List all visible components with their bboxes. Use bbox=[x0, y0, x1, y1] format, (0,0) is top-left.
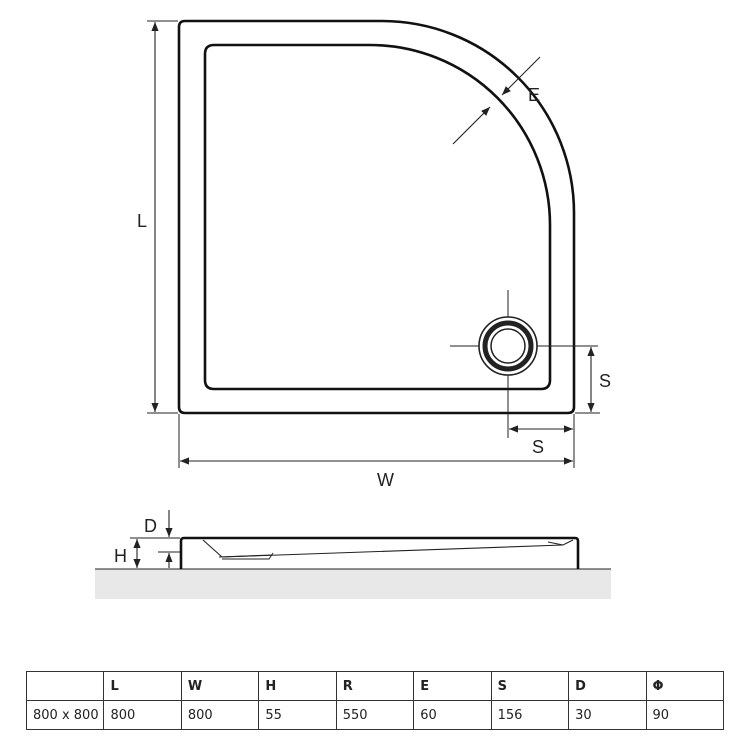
table-cell: 550 bbox=[335, 700, 415, 730]
floor bbox=[95, 569, 611, 599]
dimension-S-vertical: S bbox=[575, 347, 611, 414]
table-header-cell: Φ bbox=[645, 671, 724, 701]
table-row: 800 x 800 800 800 55 550 60 156 30 90 bbox=[25, 700, 724, 730]
label-S-horizontal: S bbox=[532, 437, 544, 457]
dimension-H: H bbox=[114, 537, 180, 568]
table-cell: 60 bbox=[413, 700, 492, 730]
label-E: E bbox=[528, 85, 540, 105]
label-H: H bbox=[114, 546, 127, 566]
dimensions-table: L W H R E S D Φ 800 x 800 800 800 55 550… bbox=[25, 671, 724, 730]
label-L: L bbox=[137, 211, 147, 231]
table-header-cell: S bbox=[490, 671, 570, 701]
table-cell: 55 bbox=[258, 700, 337, 730]
tray-inner-outline bbox=[203, 43, 552, 391]
table-cell: 30 bbox=[568, 700, 647, 730]
dimension-E: E bbox=[452, 56, 541, 145]
tray-outer-outline bbox=[177, 19, 576, 415]
table-header-cell bbox=[25, 671, 105, 701]
table-header-cell: H bbox=[258, 671, 337, 701]
table-cell: 800 bbox=[180, 700, 260, 730]
table-header-cell: E bbox=[413, 671, 492, 701]
tray-side-profile bbox=[179, 536, 580, 569]
table-cell: 800 bbox=[103, 700, 182, 730]
dimension-S-horizontal: S bbox=[509, 425, 573, 457]
table-header-cell: W bbox=[180, 671, 260, 701]
label-S-vertical: S bbox=[599, 371, 611, 391]
table-cell: 156 bbox=[490, 700, 570, 730]
label-D: D bbox=[144, 516, 157, 536]
tray-drawing: E L W S S D bbox=[95, 19, 611, 599]
table-header-row: L W H R E S D Φ bbox=[25, 671, 724, 701]
dimension-D: D bbox=[144, 510, 180, 568]
table-cell: 90 bbox=[645, 700, 724, 730]
table-header-cell: D bbox=[568, 671, 647, 701]
dimension-W: W bbox=[178, 414, 575, 490]
dimension-L: L bbox=[137, 20, 178, 414]
drain bbox=[450, 290, 598, 438]
label-W: W bbox=[377, 470, 394, 490]
table-header-cell: L bbox=[103, 671, 182, 701]
table-cell: 800 x 800 bbox=[25, 700, 105, 730]
table-header-cell: R bbox=[335, 671, 415, 701]
